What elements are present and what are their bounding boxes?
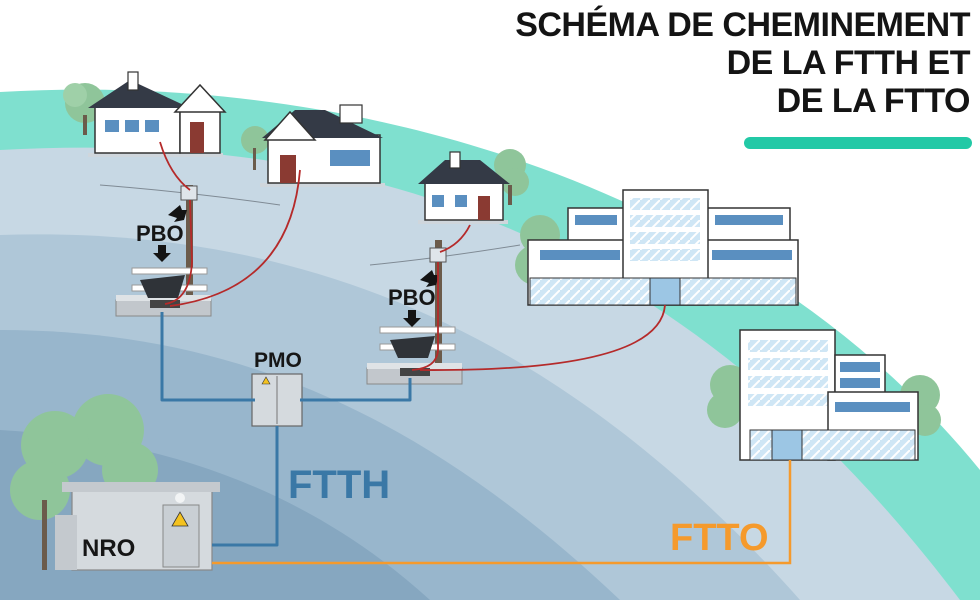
house-icon (88, 71, 227, 157)
title-line: DE LA FTTH ET (726, 44, 971, 82)
office-building-icon (527, 189, 799, 306)
tree-icon (241, 126, 269, 170)
drop-cable-line (159, 141, 666, 371)
nro-building-icon (55, 482, 220, 571)
ftth-fiber-line (160, 312, 412, 547)
house-icon (418, 151, 510, 224)
ground-bands (0, 89, 980, 600)
ftth-label: FTTH (288, 463, 391, 507)
page-title: SCHÉMA DE CHEMINEMENT DE LA FTTH ET DE L… (515, 6, 970, 120)
pmo-cabinet-icon (251, 373, 303, 427)
ftto-label: FTTO (670, 517, 769, 559)
pbo-label: PBO (388, 285, 436, 310)
office-building-icon (739, 329, 919, 461)
title-line: DE LA FTTO (776, 82, 971, 120)
nro-label: NRO (82, 535, 136, 562)
house-icon (260, 104, 385, 187)
pbo-label: PBO (136, 221, 184, 246)
title-underline (744, 137, 972, 149)
ftto-fiber-line (212, 460, 792, 565)
tree-icon (494, 149, 529, 205)
title-line: SCHÉMA DE CHEMINEMENT (515, 6, 970, 44)
pmo-label: PMO (254, 349, 302, 372)
telephone-pole-icon (180, 185, 198, 303)
pbo-chamber-icon (366, 336, 463, 385)
arrow-icon (153, 205, 439, 327)
